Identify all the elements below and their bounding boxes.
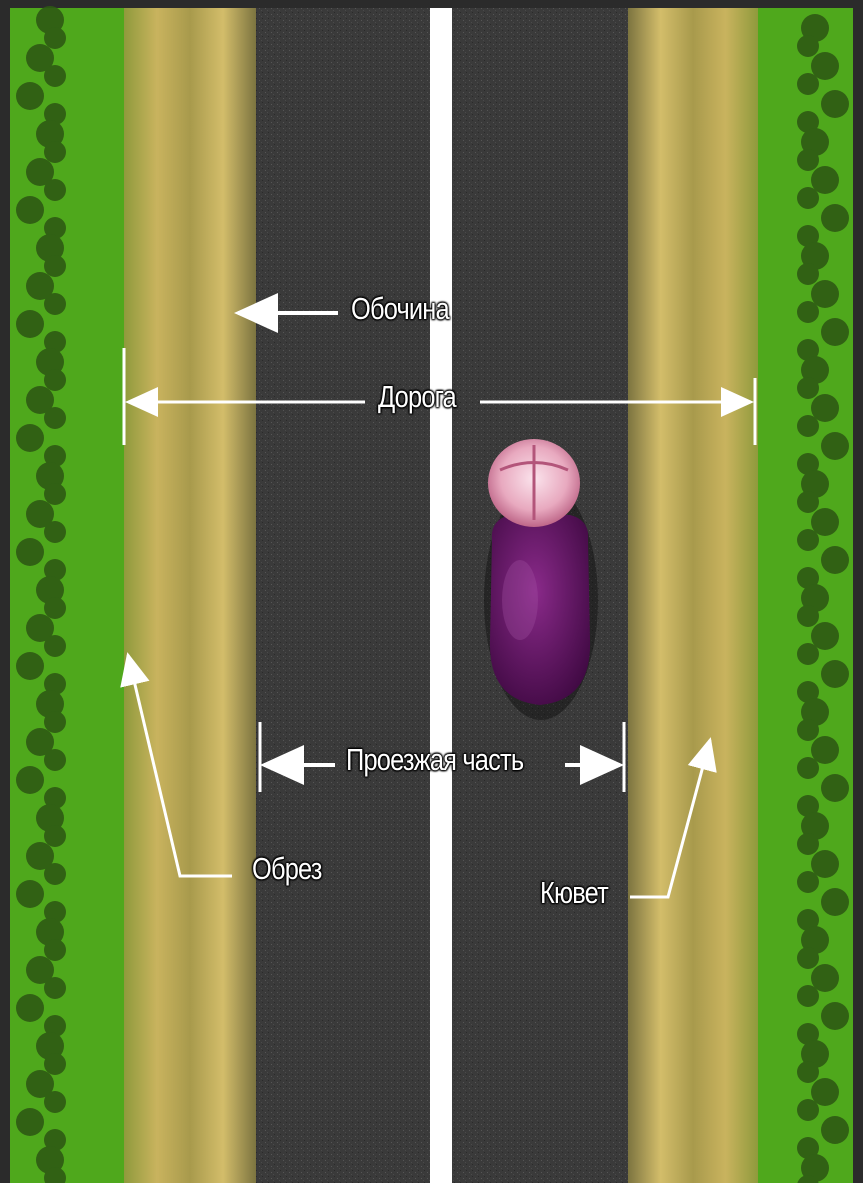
bush — [44, 369, 66, 391]
bush — [44, 635, 66, 657]
bush — [797, 757, 819, 779]
bush — [797, 1099, 819, 1121]
bush — [16, 196, 44, 224]
bush — [821, 546, 849, 574]
bush — [44, 27, 66, 49]
bush — [44, 407, 66, 429]
bush — [797, 1061, 819, 1083]
bush — [16, 994, 44, 1022]
bush — [16, 766, 44, 794]
bush — [797, 187, 819, 209]
center-line — [430, 8, 452, 1183]
bush — [44, 1053, 66, 1075]
bush — [797, 491, 819, 513]
label-carriageway: Проезжая часть — [346, 744, 523, 775]
bush — [44, 179, 66, 201]
bush — [797, 263, 819, 285]
bush — [821, 432, 849, 460]
bush — [44, 749, 66, 771]
bush — [44, 939, 66, 961]
bush — [821, 888, 849, 916]
bush — [797, 35, 819, 57]
label-edge: Обрез — [252, 853, 322, 884]
right-shoulder — [628, 8, 758, 1183]
bush — [16, 310, 44, 338]
bush — [797, 719, 819, 741]
bush — [16, 652, 44, 680]
bush — [16, 82, 44, 110]
bush — [797, 73, 819, 95]
bush — [821, 1002, 849, 1030]
bush — [821, 660, 849, 688]
bush — [797, 415, 819, 437]
bush — [797, 605, 819, 627]
bush — [44, 65, 66, 87]
bush — [821, 1116, 849, 1144]
bush — [797, 871, 819, 893]
label-ditch: Кювет — [540, 877, 608, 908]
bush — [44, 597, 66, 619]
bush — [16, 880, 44, 908]
bush — [44, 141, 66, 163]
bush — [821, 318, 849, 346]
bush — [797, 985, 819, 1007]
bush — [44, 825, 66, 847]
bush — [797, 947, 819, 969]
left-shoulder — [124, 8, 256, 1183]
bush — [821, 774, 849, 802]
bush — [44, 483, 66, 505]
bush — [44, 1091, 66, 1113]
label-road: Дорога — [378, 381, 456, 412]
bush — [44, 255, 66, 277]
label-shoulder: Обочина — [351, 293, 449, 324]
bush — [797, 149, 819, 171]
bush — [797, 377, 819, 399]
bush — [44, 521, 66, 543]
bush — [797, 833, 819, 855]
bush — [821, 204, 849, 232]
bush — [44, 863, 66, 885]
bush — [797, 301, 819, 323]
bush — [16, 1108, 44, 1136]
bush — [16, 538, 44, 566]
bush — [44, 293, 66, 315]
bush — [44, 977, 66, 999]
bush — [16, 424, 44, 452]
bush — [797, 643, 819, 665]
bush — [44, 711, 66, 733]
bush — [821, 90, 849, 118]
bush — [797, 529, 819, 551]
